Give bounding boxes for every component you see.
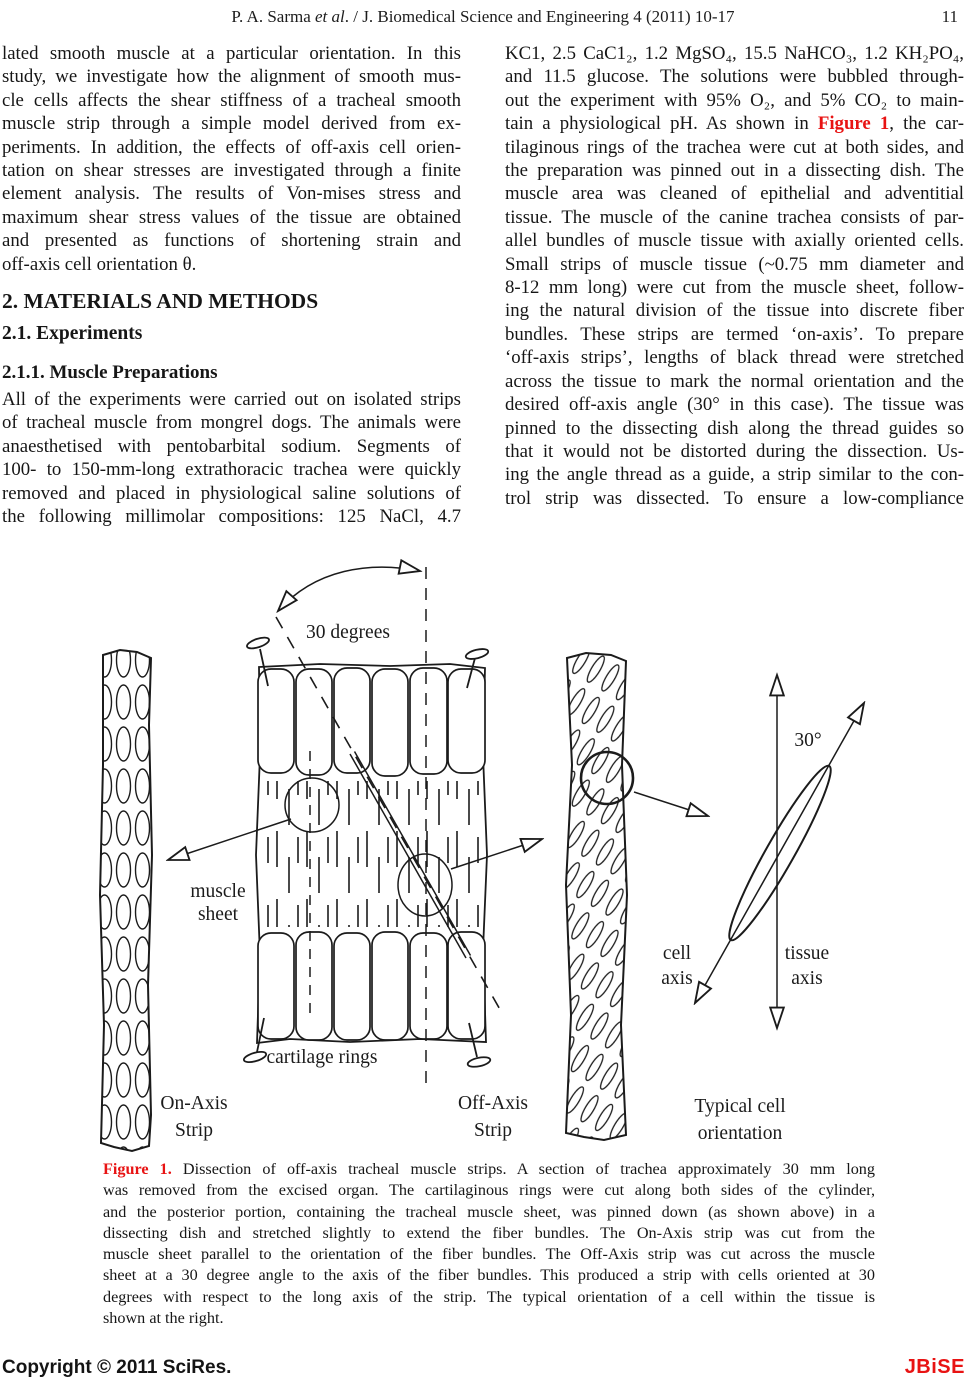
paragraph-solutions-a: KC1, 2.5 CaC1₂, 1.2 MgSO₄, 15.5 NaHCO₃, …: [505, 43, 964, 111]
header-journal: . / J. Biomedical Science and Engineerin…: [344, 7, 735, 26]
figref-before: tain a physiological pH. As shown in: [505, 113, 818, 135]
figure-1-diagram: 30 degrees muscle sheet cartilage rings …: [98, 555, 966, 1153]
caption-first-line-text: Dissection of off-axis tracheal muscle s…: [171, 1160, 875, 1178]
muscle-sheet-drawing: [168, 567, 542, 1087]
paragraph-muscle-preparations: All of the experiments were carried out …: [2, 389, 461, 528]
running-header: P. A. Sarma et al. / J. Biomedical Scien…: [0, 7, 966, 27]
caption-body: was removed from the excised organ. The …: [103, 1181, 875, 1328]
label-cartilage-rings: cartilage rings: [267, 1047, 378, 1068]
right-column: KC1, 2.5 CaC1₂, 1.2 MgSO₄, 15.5 NaHCO₃, …: [505, 42, 964, 510]
figure-reference-line: tain a physiological pH. As shown in Fig…: [505, 112, 964, 135]
figure-caption: Figure 1. Dissection of off-axis trachea…: [103, 1159, 875, 1329]
label-off-axis-1: Off-Axis: [458, 1093, 528, 1114]
angle-arc: [278, 567, 420, 611]
caption-figure-label: Figure 1.: [103, 1160, 172, 1178]
fiber-texture: [265, 781, 481, 927]
off-axis-strip-drawing: [564, 651, 708, 1142]
figure-1-link[interactable]: Figure 1: [817, 113, 890, 135]
subsection-heading-experiments: 2.1. Experiments: [2, 323, 143, 345]
label-off-axis-2: Strip: [474, 1120, 512, 1141]
label-cell-angle: 30°: [794, 730, 821, 751]
off-axis-dashed-line: [275, 616, 503, 1014]
off-axis-region-circle: [397, 853, 453, 917]
copyright-notice: Copyright © 2011 SciRes.: [2, 1357, 232, 1378]
cell-axis-arrow: [695, 703, 864, 1003]
black-thread: [349, 751, 472, 959]
arrow-to-on-axis-strip: [168, 818, 292, 860]
header-etal: et al: [315, 7, 345, 26]
pins: [242, 636, 492, 1068]
label-typical-1: Typical cell: [694, 1096, 786, 1117]
subsubsection-heading-muscle-preparations: 2.1.1. Muscle Preparations: [2, 362, 218, 384]
label-muscle-sheet-2: sheet: [198, 904, 239, 925]
axis-guide-lines: [275, 567, 503, 1087]
header-authors: P. A. Sarma: [231, 7, 316, 26]
on-axis-region-circle: [284, 777, 340, 833]
label-30-degrees: 30 degrees: [306, 622, 390, 643]
label-muscle-sheet-1: muscle: [190, 881, 245, 902]
cartilage-rings-top: [257, 667, 486, 777]
figure-labels: 30 degrees muscle sheet cartilage rings …: [160, 622, 829, 1144]
typical-cell-drawing: [695, 675, 864, 1028]
cartilage-rings-bottom: [257, 931, 486, 1041]
label-on-axis-1: On-Axis: [160, 1093, 227, 1114]
label-tissue-axis-1: tissue: [785, 943, 829, 964]
figref-after: , the car-: [889, 113, 965, 135]
arrow-to-typical-cell: [633, 791, 708, 816]
label-cell-axis-1: cell: [663, 943, 692, 964]
paragraph-intro: lated smooth muscle at a particular orie…: [2, 43, 461, 275]
paragraph-solutions-b: tilaginous rings of the trachea were cut…: [505, 136, 964, 509]
section-heading-materials-methods: 2. MATERIALS AND METHODS: [2, 289, 319, 314]
label-typical-2: orientation: [698, 1123, 783, 1144]
page-number: 11: [941, 7, 958, 26]
off-axis-cell-circle: [579, 750, 635, 806]
left-column: lated smooth muscle at a particular orie…: [2, 42, 461, 529]
caption-first-line: Figure 1. Dissection of off-axis trachea…: [103, 1159, 875, 1180]
arrow-to-off-axis-strip: [450, 839, 542, 870]
label-on-axis-2: Strip: [175, 1120, 213, 1141]
label-cell-axis-2: axis: [661, 968, 692, 989]
journal-logo: JBiSE: [904, 1356, 965, 1378]
on-axis-strip-drawing: [98, 648, 154, 1153]
label-tissue-axis-2: axis: [791, 968, 822, 989]
